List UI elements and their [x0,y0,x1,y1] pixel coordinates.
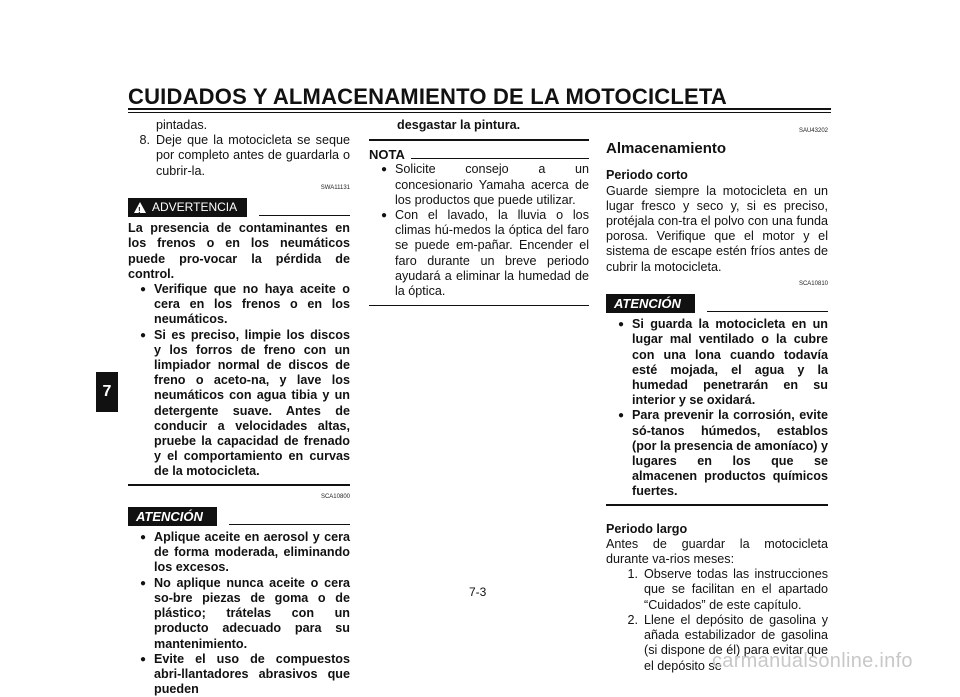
bullet-text: Verifique que no haya aceite o cera en l… [154,282,350,327]
bullet-icon: ● [140,577,147,589]
bullet-icon: ● [140,284,147,296]
caution-code: SCA10800 [320,493,350,500]
caution-header: ATENCIÓN [606,294,828,314]
bullet-text: Solicite consejo a un concesionario Yama… [395,162,589,207]
section-code: SAU43202 [798,128,828,134]
bullet-text: Para prevenir la corrosión, evite só-tan… [632,408,828,499]
short-period-text: Guarde siempre la motocicleta en un luga… [606,183,828,274]
item-number: 8. [139,133,150,148]
header-rule-thin [128,112,831,113]
bullet-text: Con el lavado, la lluvia o los climas hú… [395,208,589,299]
item-number: 2. [627,612,638,627]
list-item: 1. Observe todas las instrucciones que s… [606,567,828,613]
item-text: Observe todas las instrucciones que se f… [644,567,828,612]
bullet-text: Si guarda la motocicleta en un lugar mal… [632,317,828,408]
note-end-rule [369,305,589,307]
list-item: 8. Deje que la motocicleta se seque por … [128,133,350,179]
column-middle: desgastar la pintura. NOTA ● Solicite co… [369,118,589,310]
bullet-text: Evite el uso de compuestos abri-llantado… [154,651,350,697]
bullet-icon: ● [618,410,625,422]
item-number: 1. [627,567,638,582]
column-left: pintadas. 8. Deje que la motocicleta se … [128,118,350,697]
continued-text: desgastar la pintura. [397,118,521,132]
long-period-title: Periodo largo [606,521,688,536]
header-rule [128,108,831,110]
note-bullet: ● Con el lavado, la lluvia o los climas … [369,208,589,299]
item-text: Deje que la motocicleta se seque por com… [156,133,350,178]
short-period-title: Periodo corto [606,168,688,183]
warning-header: ! ADVERTENCIA [128,198,350,218]
note-bullet: ● Solicite consejo a un concesionario Ya… [369,162,589,208]
column-right: SAU43202 Almacenamiento Periodo corto Gu… [606,118,828,674]
bullet-text: No aplique nunca aceite o cera so-bre pi… [154,575,350,651]
caution-badge: ATENCIÓN [128,506,217,527]
caution-bullet: ● Evite el uso de compuestos abri-llanta… [128,652,350,697]
warning-code: SWA11131 [320,184,350,191]
caution-header-rule [706,311,828,313]
warning-badge: ! ADVERTENCIA [128,198,248,218]
warning-label: ADVERTENCIA [152,200,238,215]
note-header-rule [410,158,589,160]
page-number: 7-3 [469,585,487,599]
long-period-intro: Antes de guardar la motocicleta durante … [606,536,828,567]
caution-end-rule [369,139,589,142]
chapter-tab: 7 [96,372,118,412]
bullet-icon: ● [140,329,147,341]
warning-header-rule [259,215,350,217]
list-item: 2. Llene el depósito de gasolina y añada… [606,613,828,674]
section-title: Almacenamiento [606,140,727,158]
caution-bullet: ● No aplique nunca aceite o cera so-bre … [128,576,350,652]
warning-intro: La presencia de contaminantes en los fre… [128,221,350,281]
page-title: CUIDADOS Y ALMACENAMIENTO DE LA MOTOCICL… [128,84,727,109]
note-header: NOTA [369,147,589,162]
caution-bullet: ● Aplique aceite en aerosol y cera de fo… [128,530,350,576]
caution-bullet: ● Si guarda la motocicleta en un lugar m… [606,317,828,408]
warning-triangle-icon: ! [134,202,146,215]
caution-code: SCA10810 [798,280,828,287]
caution-header: ATENCIÓN [128,506,350,527]
warning-end-rule [128,483,350,486]
warning-bullet: ● Verifique que no haya aceite o cera en… [128,282,350,328]
caution-header-rule [228,524,350,526]
bullet-icon: ● [381,164,388,176]
note-label: NOTA [369,147,405,163]
item-text: Llene el depósito de gasolina y añada es… [644,612,828,673]
caution-end-rule [606,503,828,506]
watermark: carmanualsonline.info [712,650,913,672]
bullet-text: Aplique aceite en aerosol y cera de form… [154,530,350,575]
caution-bullet: ● Para prevenir la corrosión, evite só-t… [606,408,828,499]
continued-text: pintadas. [156,118,208,132]
bullet-icon: ● [140,653,147,665]
caution-badge: ATENCIÓN [606,294,695,314]
bullet-icon: ● [381,210,388,222]
bullet-icon: ● [618,319,625,331]
warning-bullet: ● Si es preciso, limpie los discos y los… [128,328,350,480]
bullet-icon: ● [140,532,147,544]
bullet-text: Si es preciso, limpie los discos y los f… [154,327,350,479]
